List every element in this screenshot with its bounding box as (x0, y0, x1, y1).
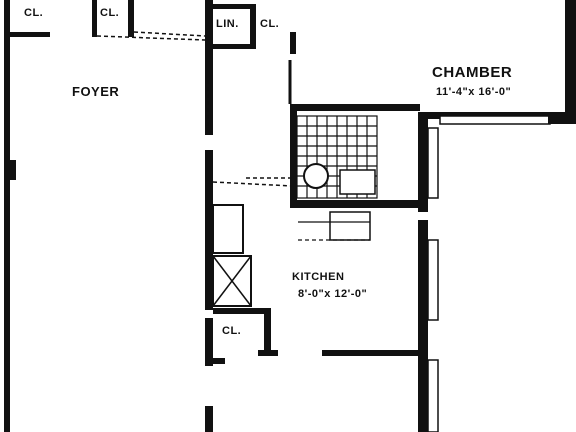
label-kitchen: KITCHEN (292, 271, 345, 283)
window-right-3 (427, 359, 439, 432)
wall-closet-divider (92, 0, 97, 37)
window-right-2 (427, 239, 439, 321)
wall-central-bottom (205, 406, 213, 432)
label-foyer: FOYER (72, 84, 120, 99)
wall-chamber-window (439, 115, 551, 125)
bath-fixture-2 (339, 169, 376, 195)
kitchen-sink (329, 211, 371, 241)
wall-kitchen-cl-right (264, 308, 271, 356)
label-chamber: CHAMBER (432, 64, 513, 81)
wall-closet-top-mid-bottom (128, 32, 134, 37)
wall-left-jamb (8, 160, 16, 180)
wall-kitchen-cl-bottom-right (258, 350, 278, 356)
wall-central-upper (205, 0, 213, 135)
label-closet-top-mid: CL. (100, 7, 120, 19)
label-closet-linen: CL. (260, 18, 280, 30)
wall-chamber-right (565, 0, 576, 118)
wall-kitchen-cl-top (213, 308, 271, 314)
wall-linen-top (205, 4, 255, 9)
kitchen-counter (212, 204, 244, 254)
label-kitchen-size: 8'-0"x 12'-0" (298, 288, 368, 300)
wall-bath-top (290, 104, 420, 111)
door-bath-2 (212, 181, 293, 187)
label-chamber-size: 11'-4"x 16'-0" (436, 86, 512, 98)
wall-kitchen-bottom (322, 350, 422, 356)
wall-kitchen-cl-bottom-left (205, 358, 225, 364)
label-linen: LIN. (216, 18, 239, 30)
door-closet-top-mid-2 (133, 31, 206, 37)
wall-bath-bottom (290, 200, 420, 208)
label-closet-top-left: CL. (24, 7, 44, 19)
door-closet-top-mid (96, 35, 206, 41)
wall-right-partition-top (418, 112, 428, 212)
wall-right-partition-mid (418, 220, 428, 432)
wall-cl-linen-right (290, 32, 296, 54)
label-closet-kitchen: CL. (222, 325, 242, 337)
wall-central-lower (205, 318, 213, 366)
wall-closet-top-left-bottom (10, 32, 50, 37)
bath-fixture (303, 163, 329, 189)
kitchen-range-x2 (212, 255, 252, 307)
wall-central-mid (205, 150, 213, 310)
wall-left-exterior (4, 0, 10, 432)
wall-linen-bottom (213, 44, 253, 49)
wall-closet-top-mid-right (128, 0, 134, 37)
window-right-1 (427, 127, 439, 199)
wall-bath-left (290, 104, 297, 208)
wall-linen-divider (250, 4, 256, 49)
